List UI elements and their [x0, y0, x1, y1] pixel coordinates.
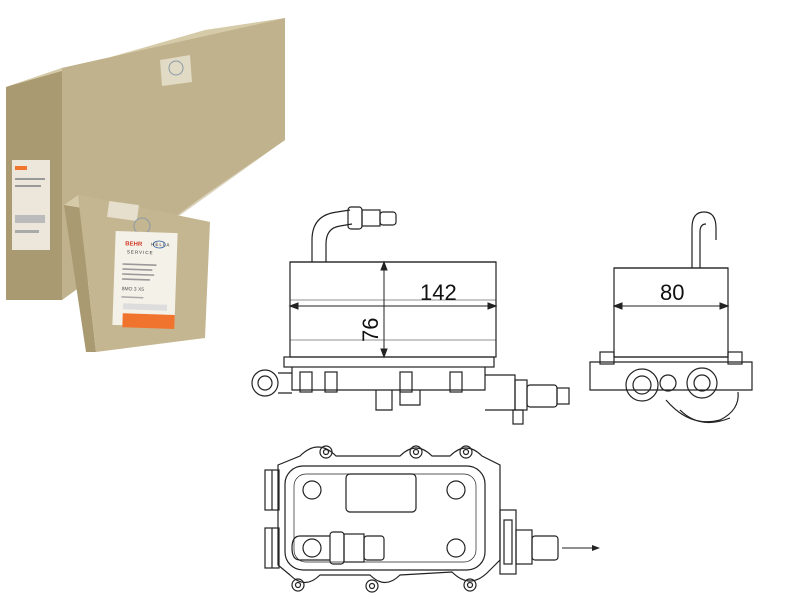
height-dimension-label: 76 — [358, 318, 383, 342]
dimension-lines-side — [288, 260, 498, 359]
left-port-ring — [251, 369, 279, 397]
barcode — [122, 303, 168, 311]
oil-cooler-side-view — [251, 206, 570, 425]
large-box-label — [12, 160, 50, 250]
center-plate — [345, 473, 417, 513]
flow-arrow — [562, 545, 600, 551]
cooler-core-side — [289, 261, 497, 358]
width-dimension-label: 80 — [660, 280, 684, 305]
cooler-core-top — [284, 465, 486, 571]
small-product-box: BEHR HELLA SERVICE 8MO 3 X5 — [64, 195, 210, 352]
part-number-text: 8MO 3 X5 — [122, 286, 145, 293]
oil-cooler-end-view — [589, 211, 753, 424]
length-dimension-label: 142 — [420, 280, 457, 305]
oil-cooler-top-view — [264, 445, 559, 593]
large-box-seal — [160, 55, 192, 86]
end-port-left — [625, 368, 659, 402]
dimension-lines-end — [612, 302, 730, 310]
brand-logo: BEHR — [125, 241, 143, 248]
service-label: SERVICE — [127, 249, 154, 255]
end-port-right — [686, 367, 718, 399]
small-box-left-side — [64, 195, 96, 352]
brand-secondary-logo: HELLA — [151, 242, 170, 248]
orange-label-strip — [122, 313, 175, 330]
